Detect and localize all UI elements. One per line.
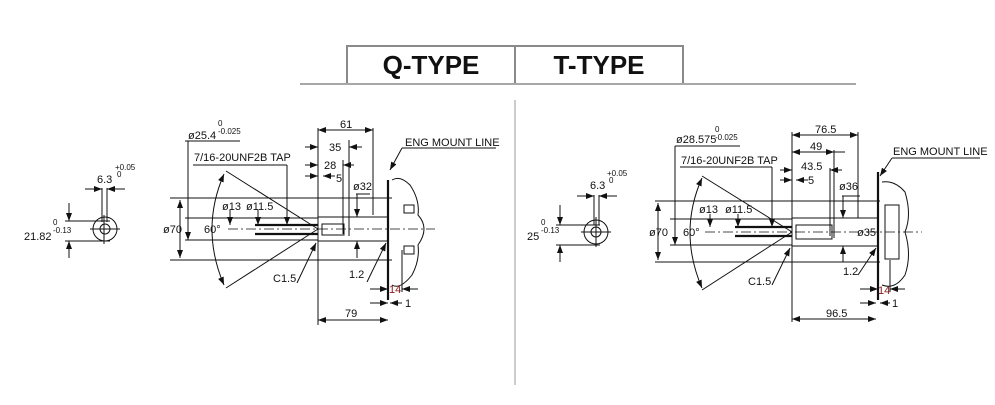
q-end-view: 6.3 +0.05 0 21.82 0 -0.13 xyxy=(24,163,136,258)
q-dim-14: 14 xyxy=(389,284,401,296)
t-dim-5: 5 xyxy=(808,175,814,187)
q-tap: 7/16-20UNF2B TAP xyxy=(194,152,291,164)
q-type-drawing: 6.3 +0.05 0 21.82 0 -0.13 xyxy=(24,119,500,325)
q-shaft-dia-tol-lower: -0.025 xyxy=(218,127,241,136)
q-key-height-tol-upper: 0 xyxy=(53,218,58,227)
t-angle: 60° xyxy=(683,227,700,239)
q-dim-11-5: ø11.5 xyxy=(246,201,273,213)
t-shaft-dia-tol-lower: -0.025 xyxy=(715,133,738,142)
q-key-height: 21.82 xyxy=(24,231,52,243)
q-dim-32: ø32 xyxy=(353,181,372,193)
t-dim-1: 1 xyxy=(892,298,898,310)
t-key-height-tol-lower: -0.13 xyxy=(541,226,560,235)
q-type-header: Q-TYPE xyxy=(346,45,516,83)
t-fillet: 1.2 xyxy=(843,266,858,278)
t-dim-96-5: 96.5 xyxy=(826,308,847,320)
q-dim-79: 79 xyxy=(345,308,357,320)
q-fillet: 1.2 xyxy=(349,269,364,281)
q-dim-1: 1 xyxy=(405,298,411,310)
t-dim-14: 14 xyxy=(878,285,890,297)
q-shaft-dia: ø25.4 xyxy=(188,130,216,142)
q-dim-70: ø70 xyxy=(163,224,182,236)
q-dim-28: 28 xyxy=(324,160,336,172)
t-key-width-tol-upper: +0.05 xyxy=(607,169,628,178)
q-angle: 60° xyxy=(204,224,221,236)
t-chamfer: C1.5 xyxy=(748,276,771,288)
t-dim-13: ø13 xyxy=(699,204,718,216)
q-dim-35: 35 xyxy=(329,142,341,154)
t-end-view: 6.3 +0.05 0 25 0 -0.13 xyxy=(527,169,628,262)
q-side-view: 61 35 28 5 ø32 ø25.4 0 -0.025 7/16-20UNF… xyxy=(163,119,500,325)
t-dim-35: ø35 xyxy=(857,227,876,239)
t-dim-49: 49 xyxy=(810,141,822,153)
t-key-width-tol-lower: 0 xyxy=(609,176,614,185)
q-dim-61: 61 xyxy=(340,119,352,131)
q-key-width-tol-upper: +0.05 xyxy=(115,163,136,172)
t-shaft-dia-tol-upper: 0 xyxy=(715,125,720,134)
q-dim-13: ø13 xyxy=(222,201,241,213)
q-dim-5: 5 xyxy=(336,173,342,185)
q-key-width-tol-lower: 0 xyxy=(117,170,122,179)
q-key-width: 6.3 xyxy=(97,174,112,186)
q-eng-mount-line: ENG MOUNT LINE xyxy=(405,137,500,149)
q-shaft-dia-tol-upper: 0 xyxy=(218,119,223,128)
t-dim-36: ø36 xyxy=(839,181,858,193)
t-shaft-dia: ø28.575 xyxy=(676,134,716,146)
t-key-height-tol-upper: 0 xyxy=(541,218,546,227)
t-side-view: 76.5 49 43.5 5 ø36 ø35 ø28.575 0 -0.025 … xyxy=(649,124,988,322)
t-dim-43-5: 43.5 xyxy=(801,161,822,173)
t-key-width: 6.3 xyxy=(590,180,605,192)
t-dim-76-5: 76.5 xyxy=(815,124,836,136)
t-type-header: T-TYPE xyxy=(514,45,684,83)
t-eng-mount-line: ENG MOUNT LINE xyxy=(893,146,988,158)
q-chamfer: C1.5 xyxy=(273,273,296,285)
q-key-height-tol-lower: -0.13 xyxy=(53,226,72,235)
t-tap: 7/16-20UNF2B TAP xyxy=(681,155,778,167)
t-dim-11-5: ø11.5 xyxy=(725,204,752,216)
t-type-drawing: 6.3 +0.05 0 25 0 -0.13 xyxy=(527,124,988,322)
t-key-height: 25 xyxy=(527,231,539,243)
t-dim-70: ø70 xyxy=(649,227,668,239)
